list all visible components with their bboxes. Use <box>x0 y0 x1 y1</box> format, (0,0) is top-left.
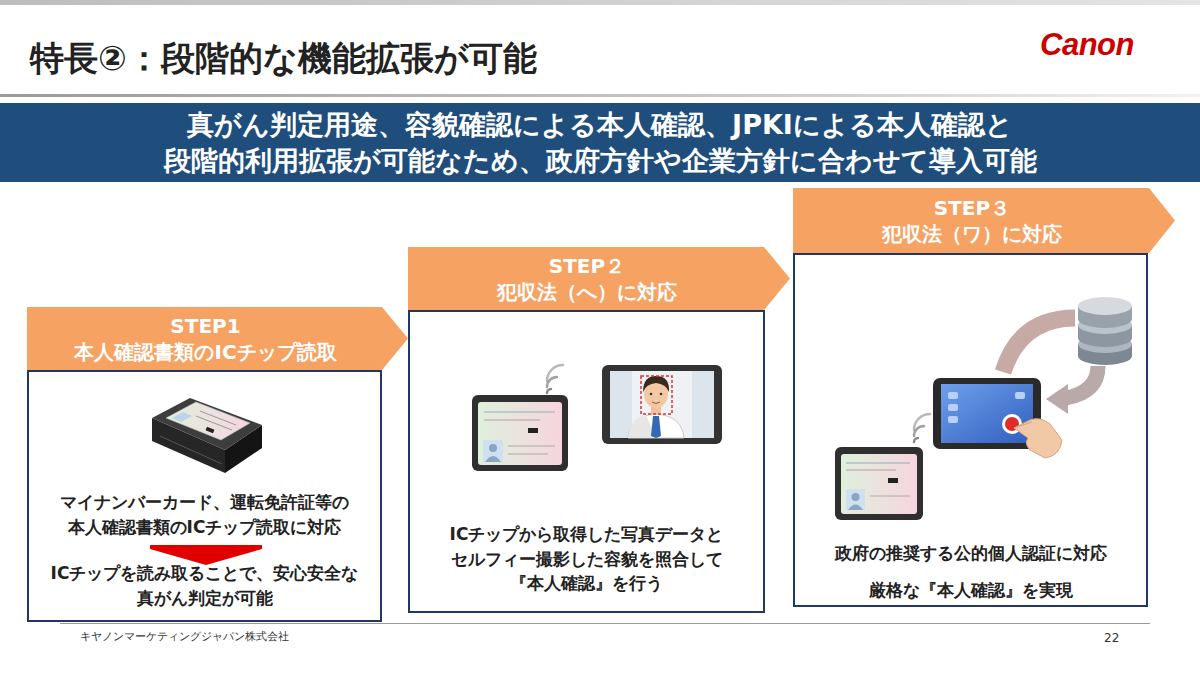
tablet-selfie-part <box>610 371 632 438</box>
down-arrow-part <box>150 545 262 565</box>
step-banner: STEP1本人確認書類のICチップ読取 <box>27 307 408 370</box>
id-card-part <box>846 463 910 464</box>
id-card-part <box>870 496 910 497</box>
cycle-arrow-part <box>1066 366 1098 398</box>
id-card <box>835 447 923 520</box>
wireless-signal <box>914 414 930 442</box>
banner-arrow-fill <box>408 247 790 310</box>
footer-rule-part <box>60 623 1150 624</box>
card-reader <box>152 398 262 473</box>
wireless-signal-part <box>547 365 563 381</box>
page-number: 22 <box>1104 631 1119 645</box>
step-banner: STEP２犯収法（へ）に対応 <box>408 247 790 310</box>
tablet-touch <box>933 378 1062 458</box>
id-card-part <box>484 412 555 413</box>
card-reader-part <box>152 398 262 450</box>
title-rule <box>0 94 1200 97</box>
step-description: ICチップから取得した写真データと セルフィー撮影した容貌を照合して 『本人確認… <box>448 522 725 596</box>
id-card-part <box>484 420 540 421</box>
tablet-touch-part <box>1015 392 1025 399</box>
step-box: 政府の推奨する公的個人認証に対応厳格な『本人確認』を実現 <box>793 253 1148 607</box>
id-card-part <box>846 470 896 471</box>
tablet-selfie-part <box>652 402 660 404</box>
id-card-part <box>835 447 923 520</box>
tablet-selfie-part <box>610 371 714 438</box>
wireless-signal-part <box>914 414 930 430</box>
step-box: マイナンバーカード、運転免許証等の 本人確認書類のICチップ読取に対応 ICチップ… <box>27 370 382 622</box>
brand-logo: Canon <box>1040 27 1134 63</box>
tablet-touch-part <box>948 404 958 411</box>
step-heading: 本人確認書類のICチップ読取 <box>73 339 339 365</box>
summary-band: 真がん判定用途、容貌確認による本人確認、JPKIによる本人確認と 段階的利用拡張… <box>0 103 1200 182</box>
tablet-selfie-part <box>660 393 663 396</box>
tablet-selfie-part <box>628 414 684 438</box>
summary-text: 真がん判定用途、容貌確認による本人確認、JPKIによる本人確認と 段階的利用拡張… <box>162 107 1038 177</box>
tablet-selfie-part <box>643 376 669 392</box>
id-card-part <box>528 428 538 433</box>
id-card-part <box>483 440 503 462</box>
database <box>1078 297 1132 365</box>
tablet-touch-part <box>933 378 1041 449</box>
id-card-part <box>841 454 917 514</box>
card-reader-part <box>196 416 232 430</box>
card-reader-part <box>206 427 215 434</box>
database-part <box>1078 297 1132 315</box>
tablet-selfie-part <box>602 365 722 444</box>
step-description: 政府の推奨する公的個人認証に対応 <box>833 541 1108 566</box>
card-reader-part <box>200 411 236 425</box>
tablet-selfie-part <box>651 416 661 438</box>
card-reader-part <box>172 412 192 422</box>
card-reader-part <box>160 436 222 464</box>
wireless-signal-part <box>914 426 924 436</box>
cycle-arrow-part <box>1046 384 1068 414</box>
wireless-signal-part <box>914 438 918 442</box>
banner-arrow-fill <box>27 307 408 370</box>
step-description: ICチップを読み取ることで、安心安全な 真がん判定が可能 <box>49 561 360 610</box>
tablet-selfie-part <box>641 376 672 414</box>
id-card-part <box>485 456 501 462</box>
banner-arrow-fill <box>793 188 1175 253</box>
tablet-selfie-part <box>650 393 653 396</box>
tablet-selfie-part <box>692 371 714 438</box>
tablet-selfie <box>602 365 722 444</box>
id-card-part <box>478 402 562 465</box>
id-card-part <box>852 493 860 501</box>
step-description: 厳格な『本人確認』を実現 <box>867 578 1074 603</box>
step-heading: 犯収法（ワ）に対応 <box>881 221 1064 247</box>
company-name: キヤノンマーケティングジャパン株式会社 <box>80 629 289 644</box>
step-box: ICチップから取得した写真データと セルフィー撮影した容貌を照合して 『本人確認… <box>408 310 765 613</box>
wireless-signal-part <box>547 377 557 387</box>
title-rule-part <box>0 94 1200 97</box>
top-bar <box>0 0 1200 5</box>
slide-title: 特長②：段階的な機能拡張が可能 <box>30 36 537 82</box>
tablet-touch-part <box>1014 419 1062 458</box>
step-description: マイナンバーカード、運転免許証等の 本人確認書類のICチップ読取に対応 <box>59 490 351 539</box>
wireless-signal-part <box>547 389 551 393</box>
id-card-part <box>848 505 863 511</box>
id-card-part <box>888 478 898 483</box>
step-heading: 犯収法（へ）に対応 <box>496 279 679 305</box>
step-banner: STEP３犯収法（ワ）に対応 <box>793 188 1175 253</box>
tablet-touch-part <box>941 384 1033 443</box>
step-number: STEP1 <box>169 313 243 339</box>
cycle-arrow-part <box>1003 318 1075 372</box>
id-card-part <box>489 444 497 452</box>
footer-rule <box>60 623 1150 624</box>
card-reader-part <box>166 402 250 440</box>
top-bar-part <box>0 0 1200 5</box>
id-card-part <box>846 489 865 510</box>
id-card-part <box>508 446 555 447</box>
tablet-touch-part <box>948 392 958 399</box>
tablet-touch-part <box>948 416 958 423</box>
step-number: STEP３ <box>932 195 1012 221</box>
down-arrow <box>150 545 262 565</box>
tablet-touch-part <box>1014 422 1032 428</box>
id-card-part <box>508 454 548 455</box>
id-card <box>472 395 568 471</box>
step-number: STEP２ <box>547 253 627 279</box>
id-card-part <box>472 395 568 471</box>
wireless-signal <box>547 365 563 393</box>
